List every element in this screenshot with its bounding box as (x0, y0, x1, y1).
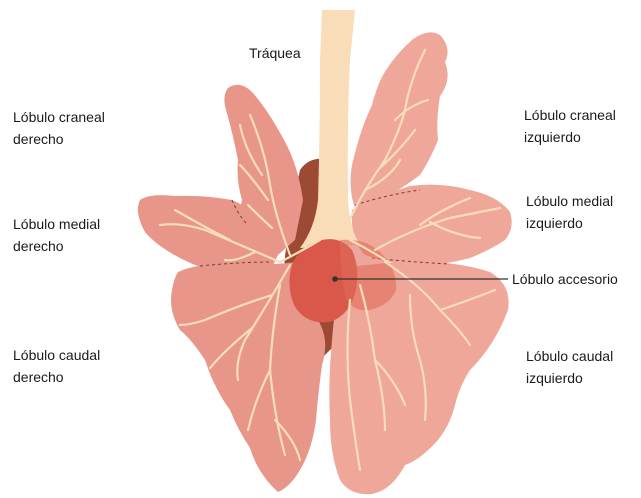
label-right-caudal-line2: derecho (13, 366, 100, 388)
label-left-cranial-line2: izquierdo (524, 126, 616, 148)
left-cranial-lobe (351, 32, 448, 208)
label-right-medial-line1: Lóbulo medial (13, 213, 100, 235)
accessory-pointer-dot (332, 276, 338, 282)
label-right-cranial: Lóbulo craneal derecho (13, 106, 105, 150)
label-left-caudal-line2: izquierdo (526, 367, 613, 389)
label-right-cranial-line2: derecho (13, 128, 105, 150)
label-left-cranial-line1: Lóbulo craneal (524, 104, 616, 126)
label-right-medial-line2: derecho (13, 235, 100, 257)
label-left-cranial: Lóbulo craneal izquierdo (524, 104, 616, 148)
label-left-caudal-line1: Lóbulo caudal (526, 345, 613, 367)
label-left-medial: Lóbulo medial izquierdo (526, 190, 613, 234)
label-trachea: Tráquea (249, 42, 301, 64)
label-right-cranial-line1: Lóbulo craneal (13, 106, 105, 128)
label-left-caudal: Lóbulo caudal izquierdo (526, 345, 613, 389)
label-right-medial: Lóbulo medial derecho (13, 213, 100, 257)
label-left-medial-line2: izquierdo (526, 212, 613, 234)
label-left-medial-line1: Lóbulo medial (526, 190, 613, 212)
label-right-caudal-line1: Lóbulo caudal (13, 344, 100, 366)
label-accessory: Lóbulo accesorio (512, 268, 618, 290)
label-right-caudal: Lóbulo caudal derecho (13, 344, 100, 388)
